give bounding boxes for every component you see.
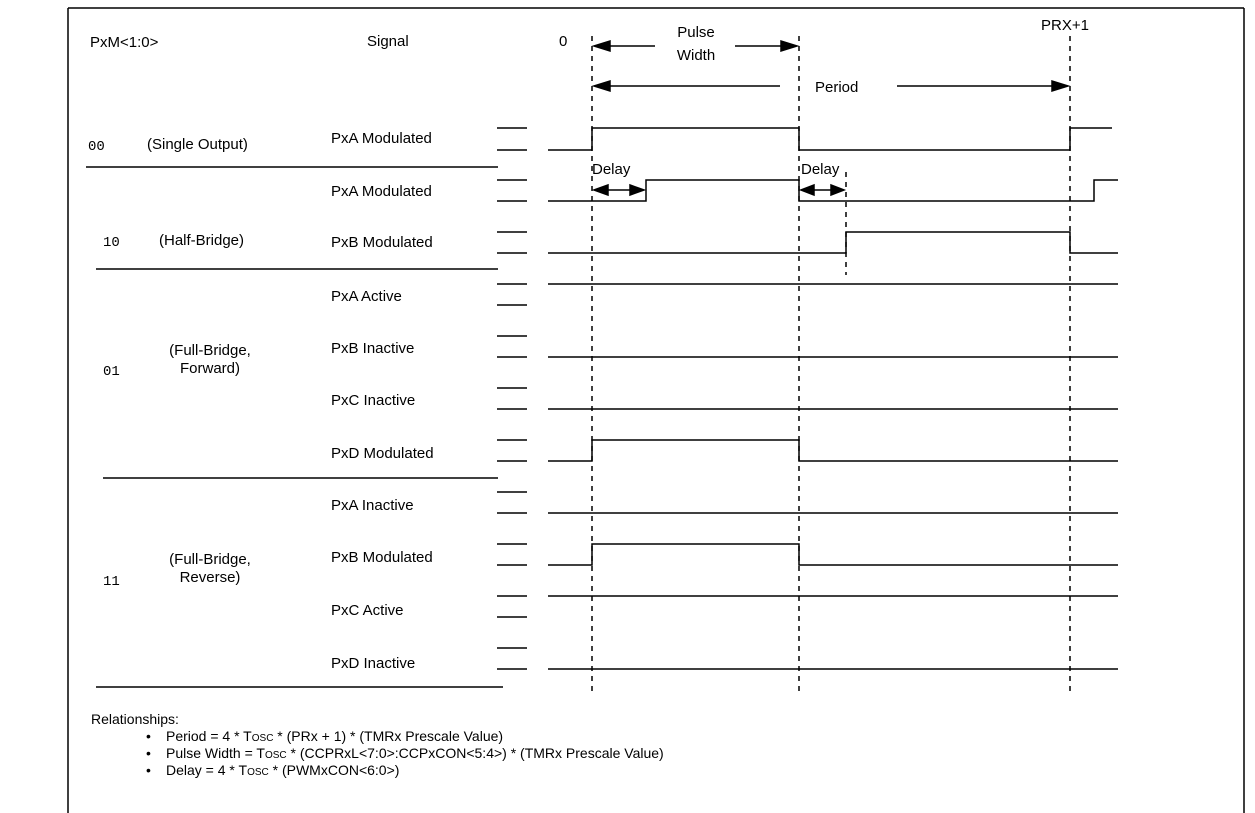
mode-code: 00 — [88, 139, 105, 155]
signal-name: PxC Active — [331, 602, 404, 619]
mode-code: 11 — [103, 574, 120, 590]
mode-name-line: (Full-Bridge, — [169, 551, 251, 568]
signal-name: PxA Active — [331, 288, 402, 305]
waveform-10-pxa — [548, 179, 1118, 202]
note-rest: * (PWMxCON<6:0>) — [268, 762, 400, 778]
mode-code: 10 — [103, 235, 120, 251]
dimension-arrows — [591, 39, 1071, 197]
signal-column-header: Signal — [367, 33, 409, 50]
note-lead: Period = 4 * T — [166, 728, 252, 744]
waveform-11-pxb — [548, 543, 1118, 566]
prx-label: PRX+1 — [1041, 17, 1089, 34]
signal-name: PxD Inactive — [331, 655, 416, 672]
mode-name: (Full-Bridge, Reverse) — [150, 551, 270, 587]
note-rest: * (CCPRxL<7:0>:CCPxCON<5:4>) * (TMRx Pre… — [286, 745, 664, 761]
mode-name: (Single Output) — [147, 136, 248, 153]
signal-name: PxA Modulated — [331, 183, 432, 200]
note-item: Delay = 4 * Tosc * (PWMxCON<6:0>) — [146, 762, 664, 779]
signal-name: PxA Modulated — [331, 130, 432, 147]
notes-heading: Relationships: — [91, 711, 179, 727]
mode-name-line: Reverse) — [179, 569, 241, 586]
waveform-00-pxa — [548, 127, 1112, 151]
note-osc: osc — [264, 745, 287, 761]
pulse-width-label-2: Width — [677, 47, 715, 64]
mode-column-header: PxM<1:0> — [90, 34, 159, 51]
signal-name: PxB Modulated — [331, 234, 433, 251]
delay-label-1: Delay — [592, 161, 631, 178]
mode-name-line: (Full-Bridge, — [169, 342, 251, 359]
note-item: Period = 4 * Tosc * (PRx + 1) * (TMRx Pr… — [146, 728, 664, 745]
mode-code: 01 — [103, 364, 120, 380]
period-label: Period — [815, 79, 858, 96]
signal-name: PxD Modulated — [331, 445, 434, 462]
delay-label-2: Delay — [801, 161, 840, 178]
relationships-notes: Relationships: Period = 4 * Tosc * (PRx … — [91, 711, 664, 779]
time-zero-label: 0 — [559, 33, 567, 50]
note-item: Pulse Width = Tosc * (CCPRxL<7:0>:CCPxCO… — [146, 745, 664, 762]
note-lead: Delay = 4 * T — [166, 762, 248, 778]
mode-name: (Half-Bridge) — [159, 232, 245, 249]
waveform-01-pxd — [548, 439, 1118, 462]
signal-name: PxC Inactive — [331, 392, 416, 409]
notes-list: Period = 4 * Tosc * (PRx + 1) * (TMRx Pr… — [91, 728, 664, 779]
mode-name: (Full-Bridge, Forward) — [150, 342, 270, 378]
pulse-width-label-1: Pulse — [677, 24, 715, 41]
note-rest: * (PRx + 1) * (TMRx Prescale Value) — [273, 728, 504, 744]
time-markers — [591, 36, 1071, 692]
group-separators — [86, 166, 503, 688]
note-lead: Pulse Width = T — [166, 745, 265, 761]
note-osc: osc — [251, 728, 274, 744]
signal-name: PxA Inactive — [331, 497, 414, 514]
diagram-frame — [67, 7, 1245, 813]
level-stubs — [497, 127, 527, 670]
signal-name: PxB Modulated — [331, 549, 433, 566]
waveform-10-pxb — [548, 231, 1118, 254]
note-osc: osc — [247, 762, 269, 778]
waveforms — [548, 127, 1118, 670]
signal-name: PxB Inactive — [331, 340, 415, 357]
mode-name-line: Forward) — [179, 360, 240, 377]
